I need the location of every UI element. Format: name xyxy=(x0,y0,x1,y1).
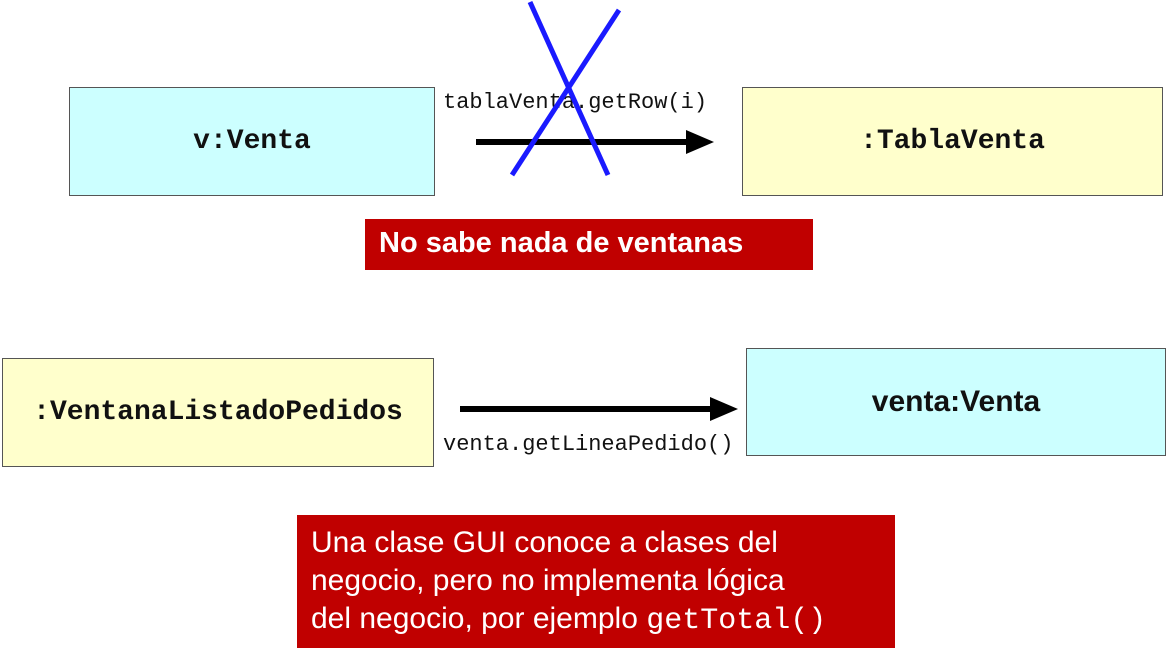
venta-venta-object-label: venta:Venta xyxy=(871,385,1041,418)
no-ventanas-note-text: No sabe nada de ventanas xyxy=(379,227,744,259)
top-message-arrow xyxy=(476,130,714,154)
venta-object-prefix: v xyxy=(193,126,210,157)
venta-object-box: v:Venta xyxy=(69,87,435,196)
gui-class-note: Una clase GUI conoce a clases del negoci… xyxy=(297,515,895,648)
no-ventanas-note: No sabe nada de ventanas xyxy=(365,219,813,270)
gui-note-line-2: negocio, pero no implementa lógica xyxy=(311,564,785,597)
tablaventa-object-box: :TablaVenta xyxy=(742,87,1163,196)
venta-object-label: :Venta xyxy=(209,126,311,157)
ventana-listado-pedidos-box: :VentanaListadoPedidos xyxy=(2,358,434,467)
tablaventa-object-label: :TablaVenta xyxy=(860,126,1045,157)
forbidden-cross-icon xyxy=(509,0,622,177)
bottom-message-arrow xyxy=(460,397,738,421)
venta-venta-object-box: venta:Venta xyxy=(746,348,1166,456)
ventana-listado-pedidos-label: :VentanaListadoPedidos xyxy=(33,397,403,428)
gui-note-line-1: Una clase GUI conoce a clases del xyxy=(311,526,778,559)
get-total-code: getTotal() xyxy=(646,604,827,638)
gui-note-line-3-text: del negocio, por ejemplo xyxy=(311,602,647,635)
gui-note-line-3: del negocio, por ejemplo getTotal() xyxy=(311,600,881,640)
get-linea-pedido-message-label: venta.getLineaPedido() xyxy=(443,432,734,457)
